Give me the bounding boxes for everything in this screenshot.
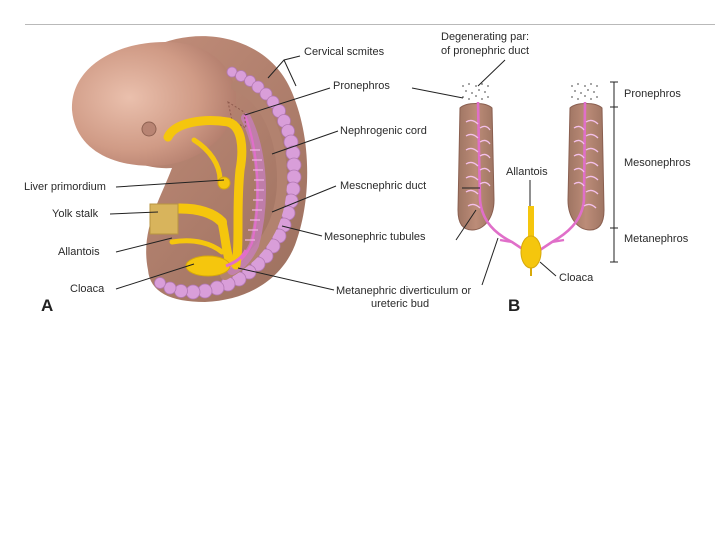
label-cloaca-a: Cloaca — [70, 283, 105, 295]
tubules-left — [465, 119, 491, 209]
label-cervical-somites: Cervical scmites — [304, 46, 385, 58]
otic-vesicle — [141, 121, 157, 137]
label-pronephros-b: Pronephros — [624, 88, 681, 100]
nephrogenic-cord — [227, 113, 266, 275]
label-cloaca-b: Cloaca — [559, 272, 594, 284]
label-nephrogenic-cord: Nephrogenic cord — [340, 125, 427, 137]
label-mesonephros: Mesonephros — [624, 157, 691, 169]
ureteric-bud-right — [551, 238, 565, 244]
label-mesonephric-tubules: Mesonephric tubules — [324, 231, 426, 243]
label-degenerating-line1: Degenerating par: — [441, 31, 529, 43]
panel-a-labels: Cervical scmites Pronephros Nephrogenic … — [24, 46, 471, 315]
panel-b-labels: Degenerating par: of pronephric duct All… — [441, 31, 691, 315]
label-degenerating-line2: of pronephric duct — [441, 45, 529, 57]
label-mesonephric-duct-a: Mescnephric duct — [340, 180, 426, 192]
panel-a-embryo — [71, 36, 308, 302]
tubules-right — [573, 119, 599, 209]
label-allantois-b: Allantois — [506, 166, 548, 178]
pronephros-stipple-left — [462, 83, 489, 100]
label-metanephric-line1: Metanephric diverticulum or — [336, 285, 471, 297]
liver-primordium — [217, 176, 231, 190]
yolk-stalk — [149, 203, 179, 235]
cloaca-b — [520, 235, 542, 269]
panel-b-system — [457, 83, 605, 276]
allantois-stalk — [528, 206, 534, 242]
label-metanephric-line2: ureteric bud — [371, 298, 429, 310]
panel-b-leaders — [411, 59, 557, 286]
label-pronephros-a: Pronephros — [333, 80, 390, 92]
pronephros-stipple-right — [571, 83, 598, 100]
allantois — [169, 238, 225, 255]
pronephros-remnant — [227, 100, 247, 129]
mesonephric-tubules — [245, 149, 264, 241]
stage-bracket — [610, 81, 618, 263]
embryo-head — [71, 42, 237, 166]
ureteric-bud-left — [499, 238, 513, 244]
top-rule — [25, 24, 715, 25]
label-liver-primordium: Liver primordium — [24, 181, 106, 193]
cloaca — [185, 255, 231, 277]
label-allantois-a: Allantois — [58, 246, 100, 258]
panel-letter-b: B — [508, 296, 520, 315]
label-metanephros: Metanephros — [624, 233, 689, 245]
label-yolk-stalk: Yolk stalk — [52, 208, 99, 220]
panel-letter-a: A — [41, 296, 53, 315]
panel-a-leaders — [109, 55, 339, 291]
ureteric-bud — [225, 249, 248, 268]
